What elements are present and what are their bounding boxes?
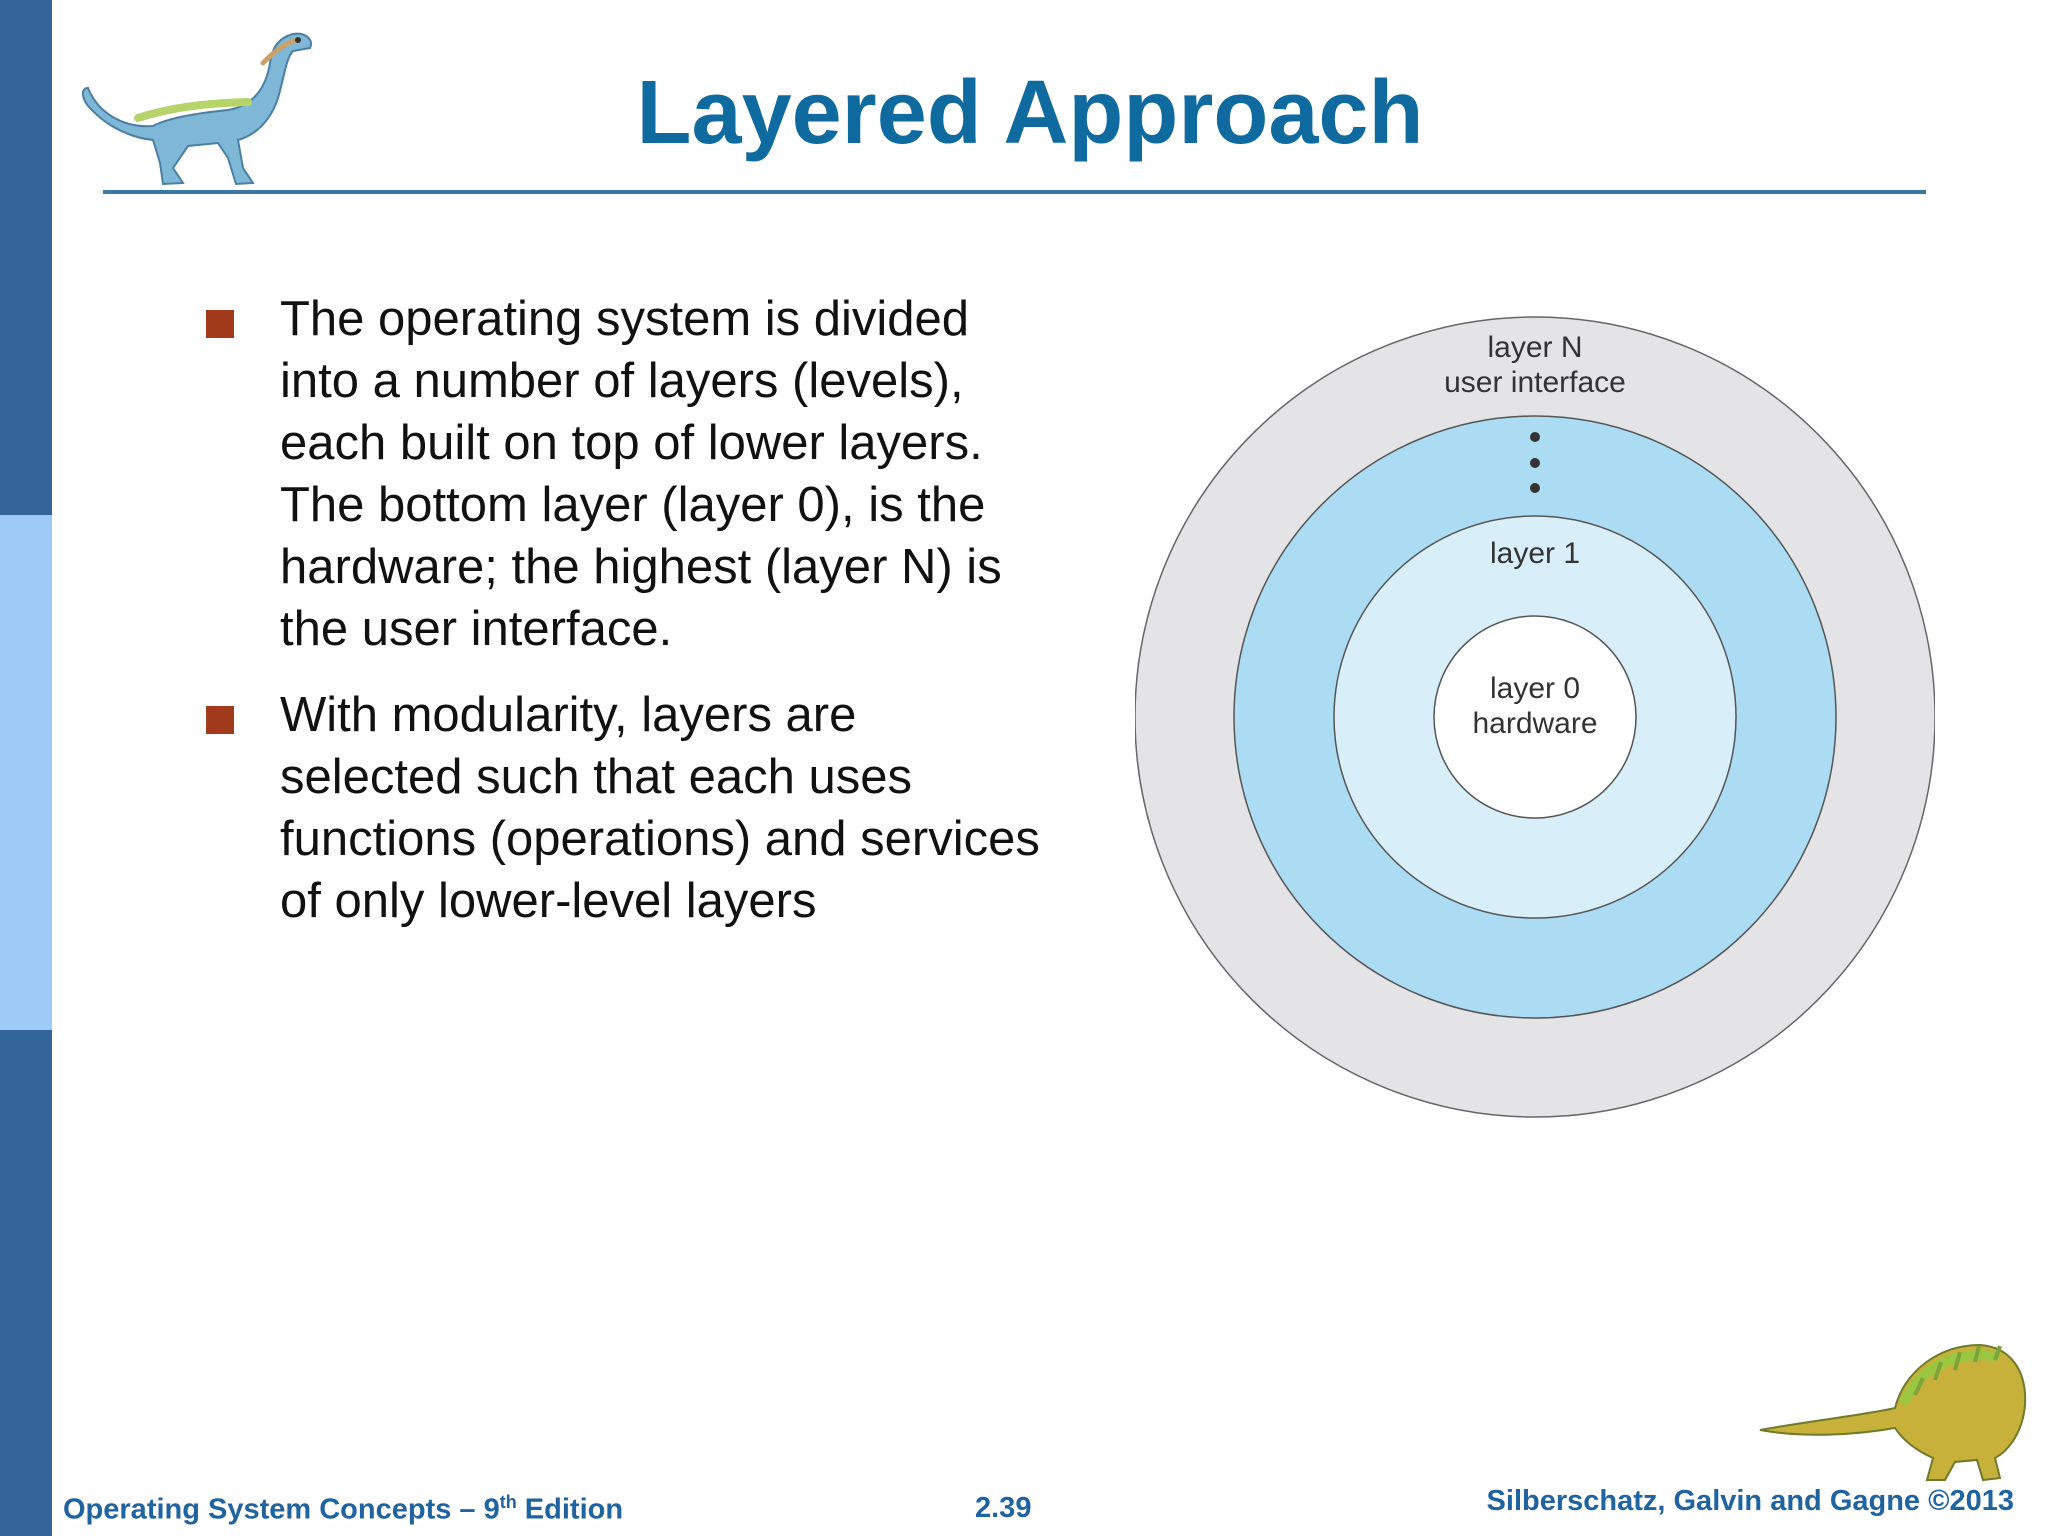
footer-book-prefix: Operating System Concepts – 9	[63, 1493, 500, 1526]
layer-0-sublabel: hardware	[1472, 707, 1597, 740]
sidebar-band-bottom	[0, 1030, 52, 1536]
ellipsis-dot-icon	[1530, 458, 1540, 468]
footer-book-suffix: Edition	[516, 1493, 624, 1526]
layer-diagram: layer N user interface layer 1 layer 0 h…	[1135, 316, 1935, 1118]
ellipsis-dot-icon	[1530, 432, 1540, 442]
dinosaur-logo-top	[82, 32, 312, 186]
square-bullet-icon	[206, 706, 234, 734]
layer-0-core	[1433, 615, 1637, 819]
bullet-item: With modularity, layers are selected suc…	[200, 684, 1040, 932]
layer-1-label: layer 1	[1490, 537, 1580, 570]
sidebar-band-middle	[0, 515, 52, 1030]
bullet-text: The operating system is divided into a n…	[280, 292, 1002, 656]
layer-0-label: layer 0	[1490, 672, 1580, 705]
footer-book-title: Operating System Concepts – 9th Edition	[63, 1492, 623, 1527]
slide-title: Layered Approach	[636, 63, 1424, 163]
ellipsis-dot-icon	[1530, 483, 1540, 493]
square-bullet-icon	[206, 310, 234, 338]
footer-page-number: 2.39	[975, 1492, 1032, 1524]
bullet-list: The operating system is divided into a n…	[200, 288, 1040, 956]
layer-n-label: layer N	[1487, 331, 1582, 364]
bullet-text: With modularity, layers are selected suc…	[280, 688, 1040, 928]
footer-book-sup: th	[499, 1492, 517, 1512]
footer-copyright: Silberschatz, Galvin and Gagne ©2013	[1486, 1485, 2014, 1517]
sidebar-band-top	[0, 0, 52, 515]
layer-n-sublabel: user interface	[1444, 366, 1626, 399]
title-divider	[103, 190, 1926, 194]
dinosaur-logo-bottom	[1759, 1343, 2027, 1482]
bullet-item: The operating system is divided into a n…	[200, 288, 1040, 660]
